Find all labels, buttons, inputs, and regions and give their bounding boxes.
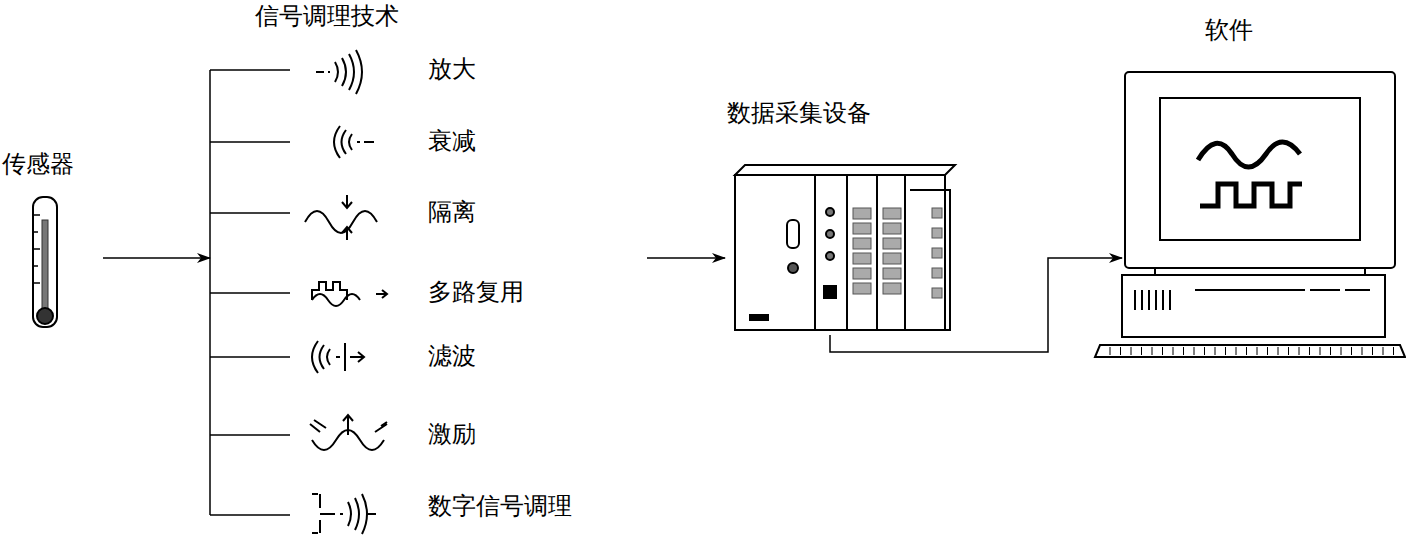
slot <box>853 223 871 234</box>
slot <box>853 268 871 279</box>
figure-group: 传感器 <box>0 148 78 335</box>
key <box>1204 347 1205 355</box>
key <box>1120 347 1121 355</box>
signal-arrow <box>647 257 725 259</box>
slot <box>883 223 901 234</box>
key <box>1173 347 1174 355</box>
key <box>1267 347 1268 355</box>
key <box>1225 347 1226 355</box>
signal-arrow <box>830 258 1122 352</box>
slot <box>853 283 871 294</box>
slot <box>883 268 901 279</box>
slot <box>883 238 901 249</box>
technique-label: 多路复用 <box>428 278 524 307</box>
bracket <box>210 70 290 515</box>
key <box>1362 347 1363 355</box>
technique-label: 滤波 <box>428 342 476 371</box>
key <box>1162 347 1163 355</box>
slot <box>932 288 942 298</box>
key <box>1288 347 1289 355</box>
technique-icons <box>305 50 387 534</box>
key <box>1372 347 1373 355</box>
key <box>1278 347 1279 355</box>
figure-heading: 软件 <box>1205 16 1253 45</box>
technique-label: 衰减 <box>428 127 476 156</box>
key <box>1257 347 1258 355</box>
slot <box>932 208 942 218</box>
slot <box>932 268 942 278</box>
key <box>1183 347 1184 355</box>
slot <box>883 208 901 219</box>
key <box>1152 347 1153 355</box>
figure-heading: 传感器 <box>2 150 74 179</box>
slot <box>932 248 942 258</box>
key <box>1236 347 1237 355</box>
technique-label: 放大 <box>428 55 476 84</box>
key <box>1351 347 1352 355</box>
signal-arrow <box>103 257 210 259</box>
figure-group: 信号调理技术 <box>210 2 622 532</box>
key <box>1330 347 1331 355</box>
slot <box>853 238 871 249</box>
key <box>1110 347 1111 355</box>
key <box>1141 347 1142 355</box>
key <box>1131 347 1132 355</box>
key <box>1393 347 1394 355</box>
thermometer-bulb <box>37 308 53 324</box>
key <box>1299 347 1300 355</box>
technique-label: 数字信号调理 <box>428 492 572 521</box>
figure-heading: 数据采集设备 <box>727 99 871 128</box>
key <box>1246 347 1247 355</box>
daq-slots <box>853 208 942 298</box>
key <box>1194 347 1195 355</box>
key <box>1383 347 1384 355</box>
computer <box>1095 72 1405 357</box>
key <box>1320 347 1321 355</box>
slot <box>883 283 901 294</box>
slot <box>853 253 871 264</box>
figure-group: 软件 <box>1122 12 1404 362</box>
slot <box>883 253 901 264</box>
key <box>1215 347 1216 355</box>
technique-label: 隔离 <box>428 198 476 227</box>
technique-label: 激励 <box>428 420 476 449</box>
thermometer-ticks <box>33 215 40 283</box>
slot <box>932 228 942 238</box>
key <box>1309 347 1310 355</box>
figure-heading: 信号调理技术 <box>255 2 399 31</box>
slot <box>853 208 871 219</box>
figure-group: 数据采集设备 <box>725 95 965 335</box>
thermometer-column <box>42 220 48 310</box>
keyboard-keys <box>1110 347 1394 355</box>
daq-chassis <box>735 165 955 330</box>
thermometer-body <box>33 197 57 327</box>
key <box>1341 347 1342 355</box>
